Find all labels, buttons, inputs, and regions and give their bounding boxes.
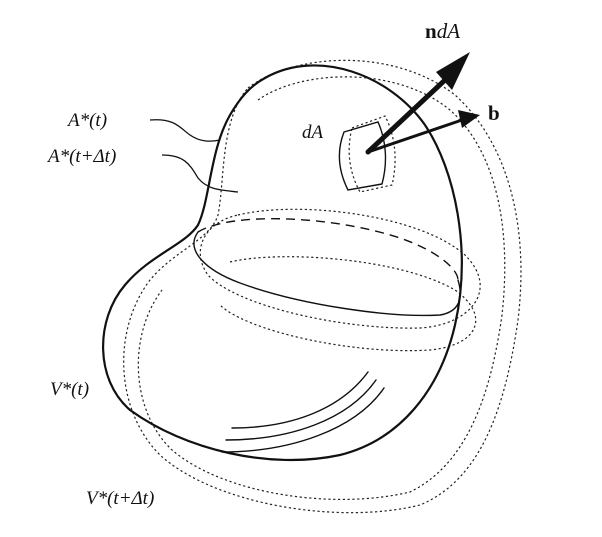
b-vector-arrowhead [458,110,480,128]
label-A-t: A*(t) [66,110,107,131]
label-ndA-n: n [425,19,437,43]
cross-section-t-hidden [197,218,459,281]
surface-element-patch [338,121,387,191]
leader-A-t-dt [161,154,239,193]
surface-outline-t-plus-dt [123,59,522,514]
label-b: b [488,101,500,125]
shading-arc-2 [225,379,377,441]
surface-outline-t-plus-dt-inner [137,76,506,500]
label-ndA: ndA [425,19,460,43]
surface-element-patch-dt [348,115,396,193]
surface-outline-t [102,64,463,462]
normal-vector-shaft [365,77,448,155]
cross-section-t-plus-dt-lower [219,256,477,352]
shading-arc-1 [231,371,369,429]
label-ndA-dA: dA [437,19,461,43]
label-V-t-dt: V*(t+Δt) [86,488,154,509]
shading-arc-3 [221,387,385,453]
label-A-t-dt: A*(t+Δt) [46,146,116,167]
label-dA: dA [302,122,324,143]
label-b-text: b [488,101,500,125]
label-V-t: V*(t) [50,379,89,400]
b-vector-shaft [366,118,464,154]
cross-section-t-plus-dt [199,208,481,329]
leader-A-t [149,119,221,142]
cross-section-t-visible [193,231,461,317]
normal-vector-arrowhead [436,52,470,90]
